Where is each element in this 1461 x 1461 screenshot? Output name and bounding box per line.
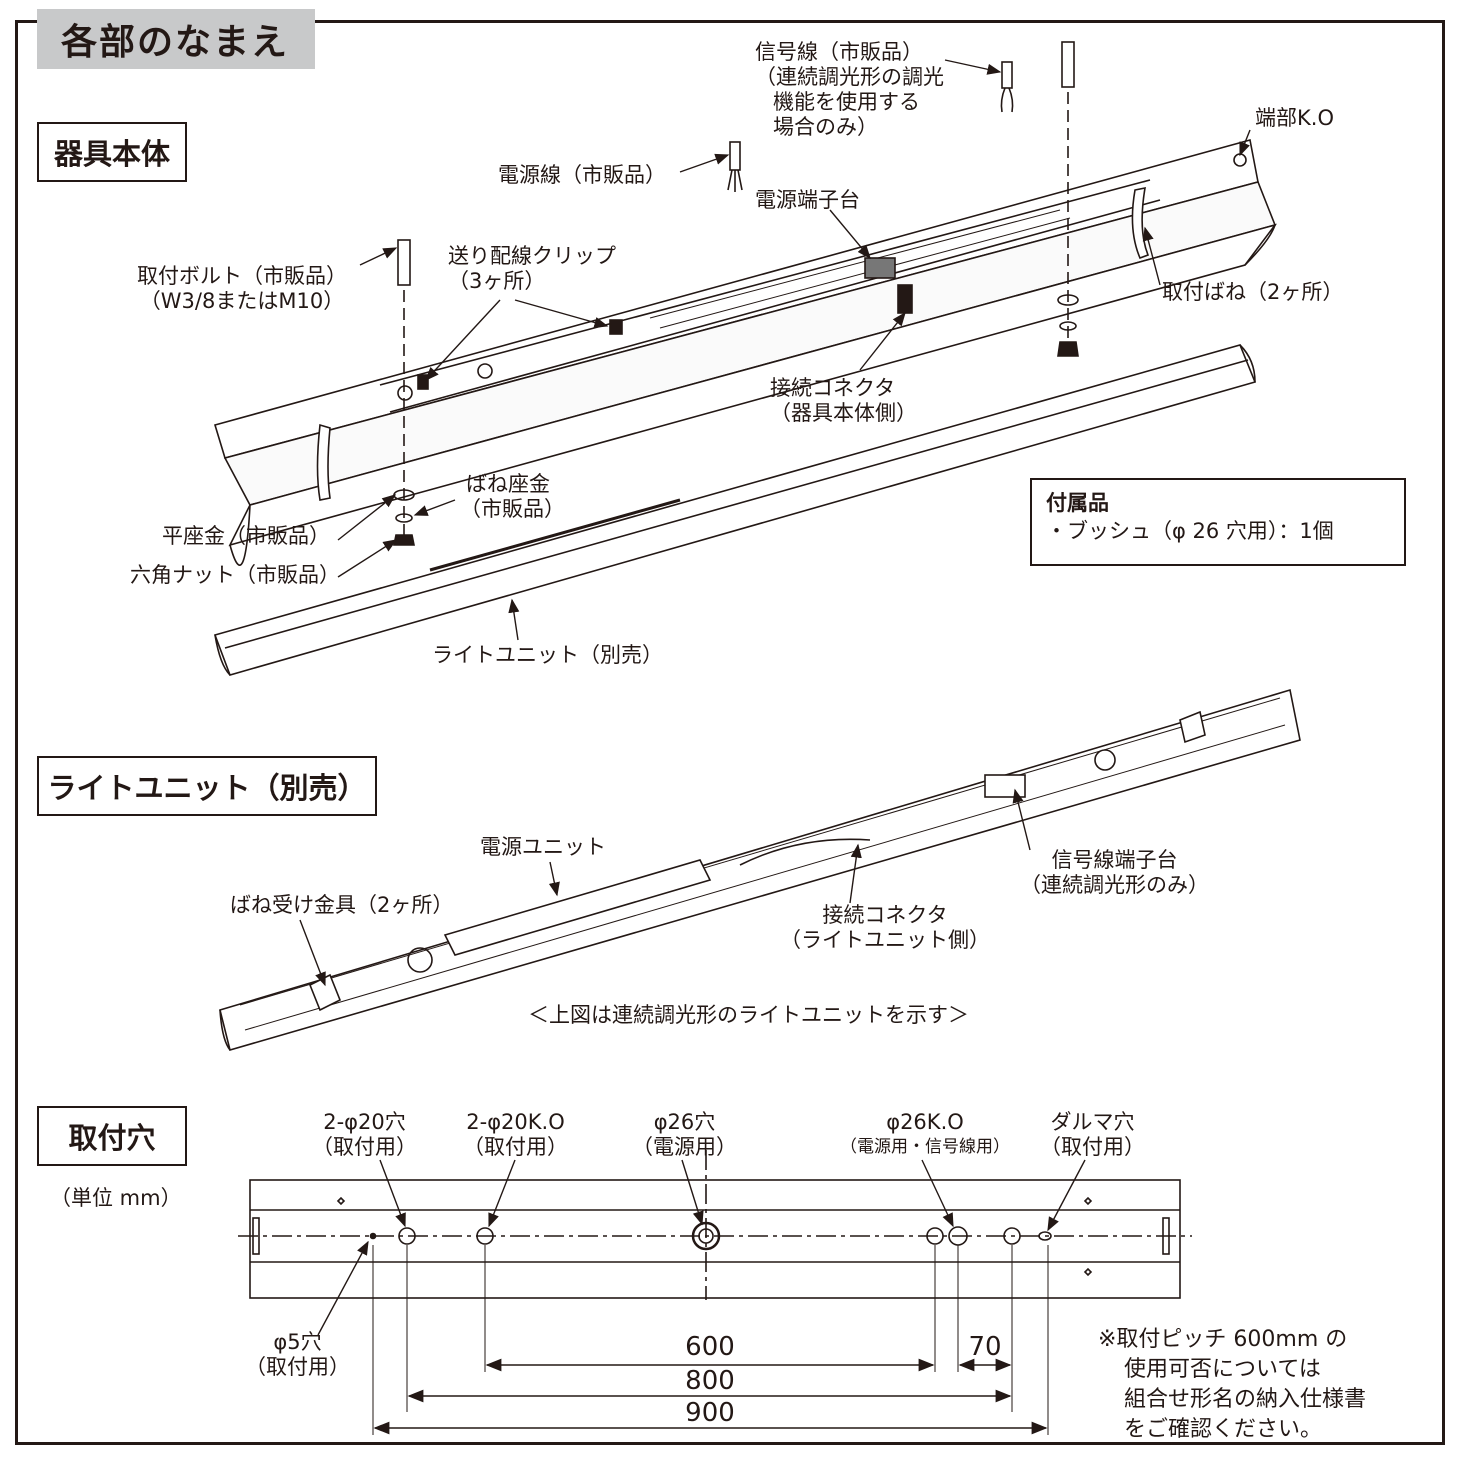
light-unit-exploded <box>213 344 1257 676</box>
label-end-ko: 端部K.O <box>1255 106 1334 130</box>
fixture-body <box>213 138 1278 566</box>
label-feed-clip: 送り配線クリップ （3ヶ所） <box>448 244 616 293</box>
leader-lines <box>299 59 1251 1336</box>
label-spring-washer: ばね座金 （市販品） <box>460 472 565 521</box>
holes-plan <box>238 1150 1192 1435</box>
dim-600: 600 <box>685 1332 735 1362</box>
accessory-box: 付属品 ・ブッシュ（φ 26 穴用）：1個 <box>1030 478 1406 566</box>
pitch-note: ※取付ピッチ 600mm の 使用可否については 組合せ形名の納入仕様書 をご確… <box>1098 1327 1367 1442</box>
light-unit-caption: ＜上図は連続調光形のライトユニットを示す＞ <box>528 1003 969 1027</box>
label-power-terminal: 電源端子台 <box>755 188 860 212</box>
label-unit: （単位 mm） <box>50 1186 182 1210</box>
label-light-unit-sold: ライトユニット（別売） <box>432 643 663 667</box>
label-power-wire: 電源線（市販品） <box>498 163 666 187</box>
label-daruma-hole: ダルマ穴 （取付用） <box>1040 1110 1145 1159</box>
label-power-unit: 電源ユニット <box>480 835 606 859</box>
label-connector-unit: 接続コネクタ （ライトユニット側） <box>780 903 990 952</box>
outer-frame <box>15 20 1445 1445</box>
label-ko-26: φ26K.O （電源用・信号線用） <box>840 1110 1010 1157</box>
label-spring-bracket: ばね受け金具（2ヶ所） <box>230 893 454 917</box>
dim-70: 70 <box>968 1332 1002 1362</box>
section-light-unit: ライトユニット（別売） <box>37 756 377 816</box>
dim-900: 900 <box>685 1398 735 1428</box>
label-hex-nut: 六角ナット（市販品） <box>130 563 340 587</box>
light-unit-detail <box>219 688 1301 1051</box>
label-ko-20: 2-φ20K.O （取付用） <box>463 1110 568 1159</box>
page-title: 各部のなまえ <box>37 9 315 69</box>
accessory-title: 付属品 <box>1046 491 1109 515</box>
label-mount-spring: 取付ばね（2ヶ所） <box>1162 280 1344 304</box>
label-hole-26: φ26穴 （電源用） <box>632 1110 737 1159</box>
label-hole-5: φ5穴 （取付用） <box>245 1330 350 1379</box>
label-mount-bolt: 取付ボルト（市販品） （W3/8またはM10） <box>137 264 347 313</box>
section-body: 器具本体 <box>37 122 187 182</box>
section-holes: 取付穴 <box>37 1106 187 1166</box>
wires <box>727 61 1014 192</box>
label-connector-body: 接続コネクタ （器具本体側） <box>770 376 917 425</box>
label-flat-washer: 平座金（市販品） <box>162 524 330 548</box>
label-hole-20: 2-φ20穴 （取付用） <box>312 1110 417 1159</box>
dim-800: 800 <box>685 1366 735 1396</box>
label-signal-wire: 信号線（市販品） （連続調光形の調光 機能を使用する 場合のみ） <box>755 40 944 139</box>
accessory-item: ・ブッシュ（φ 26 穴用）：1個 <box>1046 519 1334 543</box>
label-signal-terminal: 信号線端子台 （連続調光形のみ） <box>1020 848 1209 897</box>
mount-bolts <box>393 41 1079 546</box>
